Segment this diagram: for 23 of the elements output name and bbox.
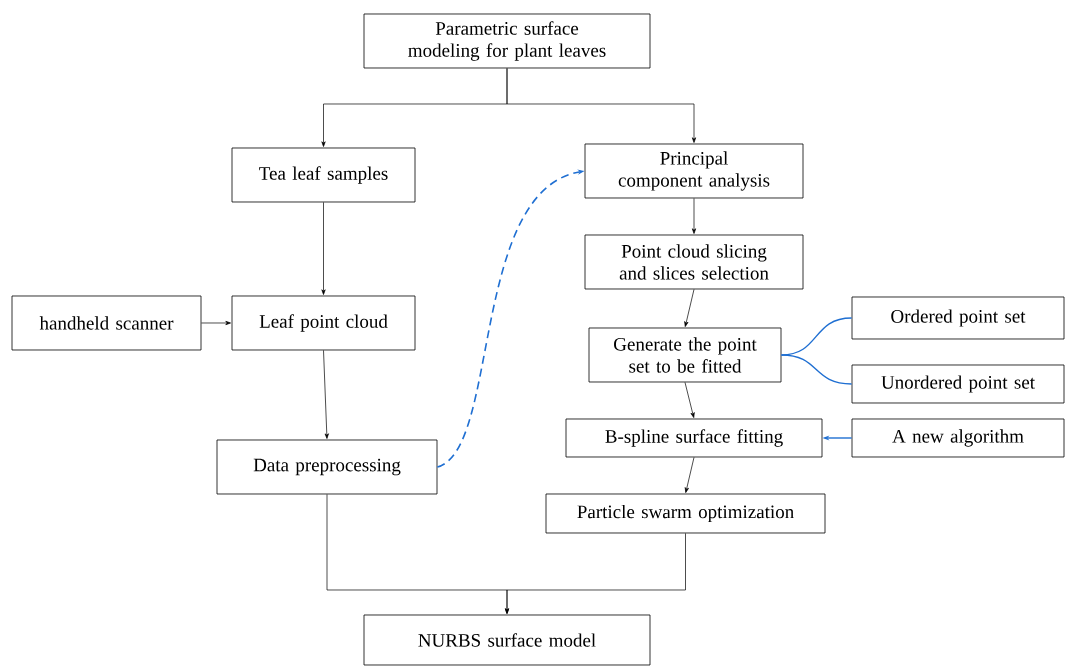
process-box: Data preprocessing [216,439,438,495]
arrow [201,320,231,326]
process-box: Unordered point set [851,364,1065,404]
process-box: Tea leaf samples [231,147,416,203]
process-box: Parametric surface modeling for plant leaves [363,13,651,69]
process-box: Particle swarm optimization [545,493,826,534]
process-box: B-spline surface fitting [565,418,823,458]
arrow [684,382,695,418]
process-box: handheld scanner [11,295,202,351]
arrow [321,202,326,295]
process-box: A new algorithm [851,418,1065,458]
arrow [504,533,686,614]
process-box: Point cloud slicing and slices selection [584,234,804,290]
arrow [691,198,697,234]
process-box: Leaf point cloud [231,295,416,351]
process-box: Generate the point set to be fitted [588,327,782,383]
arrow [684,289,695,327]
process-box: Principal component analysis [584,143,804,199]
arrow [323,350,329,439]
process-box: Ordered point set [851,296,1065,340]
arrow [684,457,695,493]
process-box: NURBS surface model [363,614,651,666]
arrow [506,68,697,143]
